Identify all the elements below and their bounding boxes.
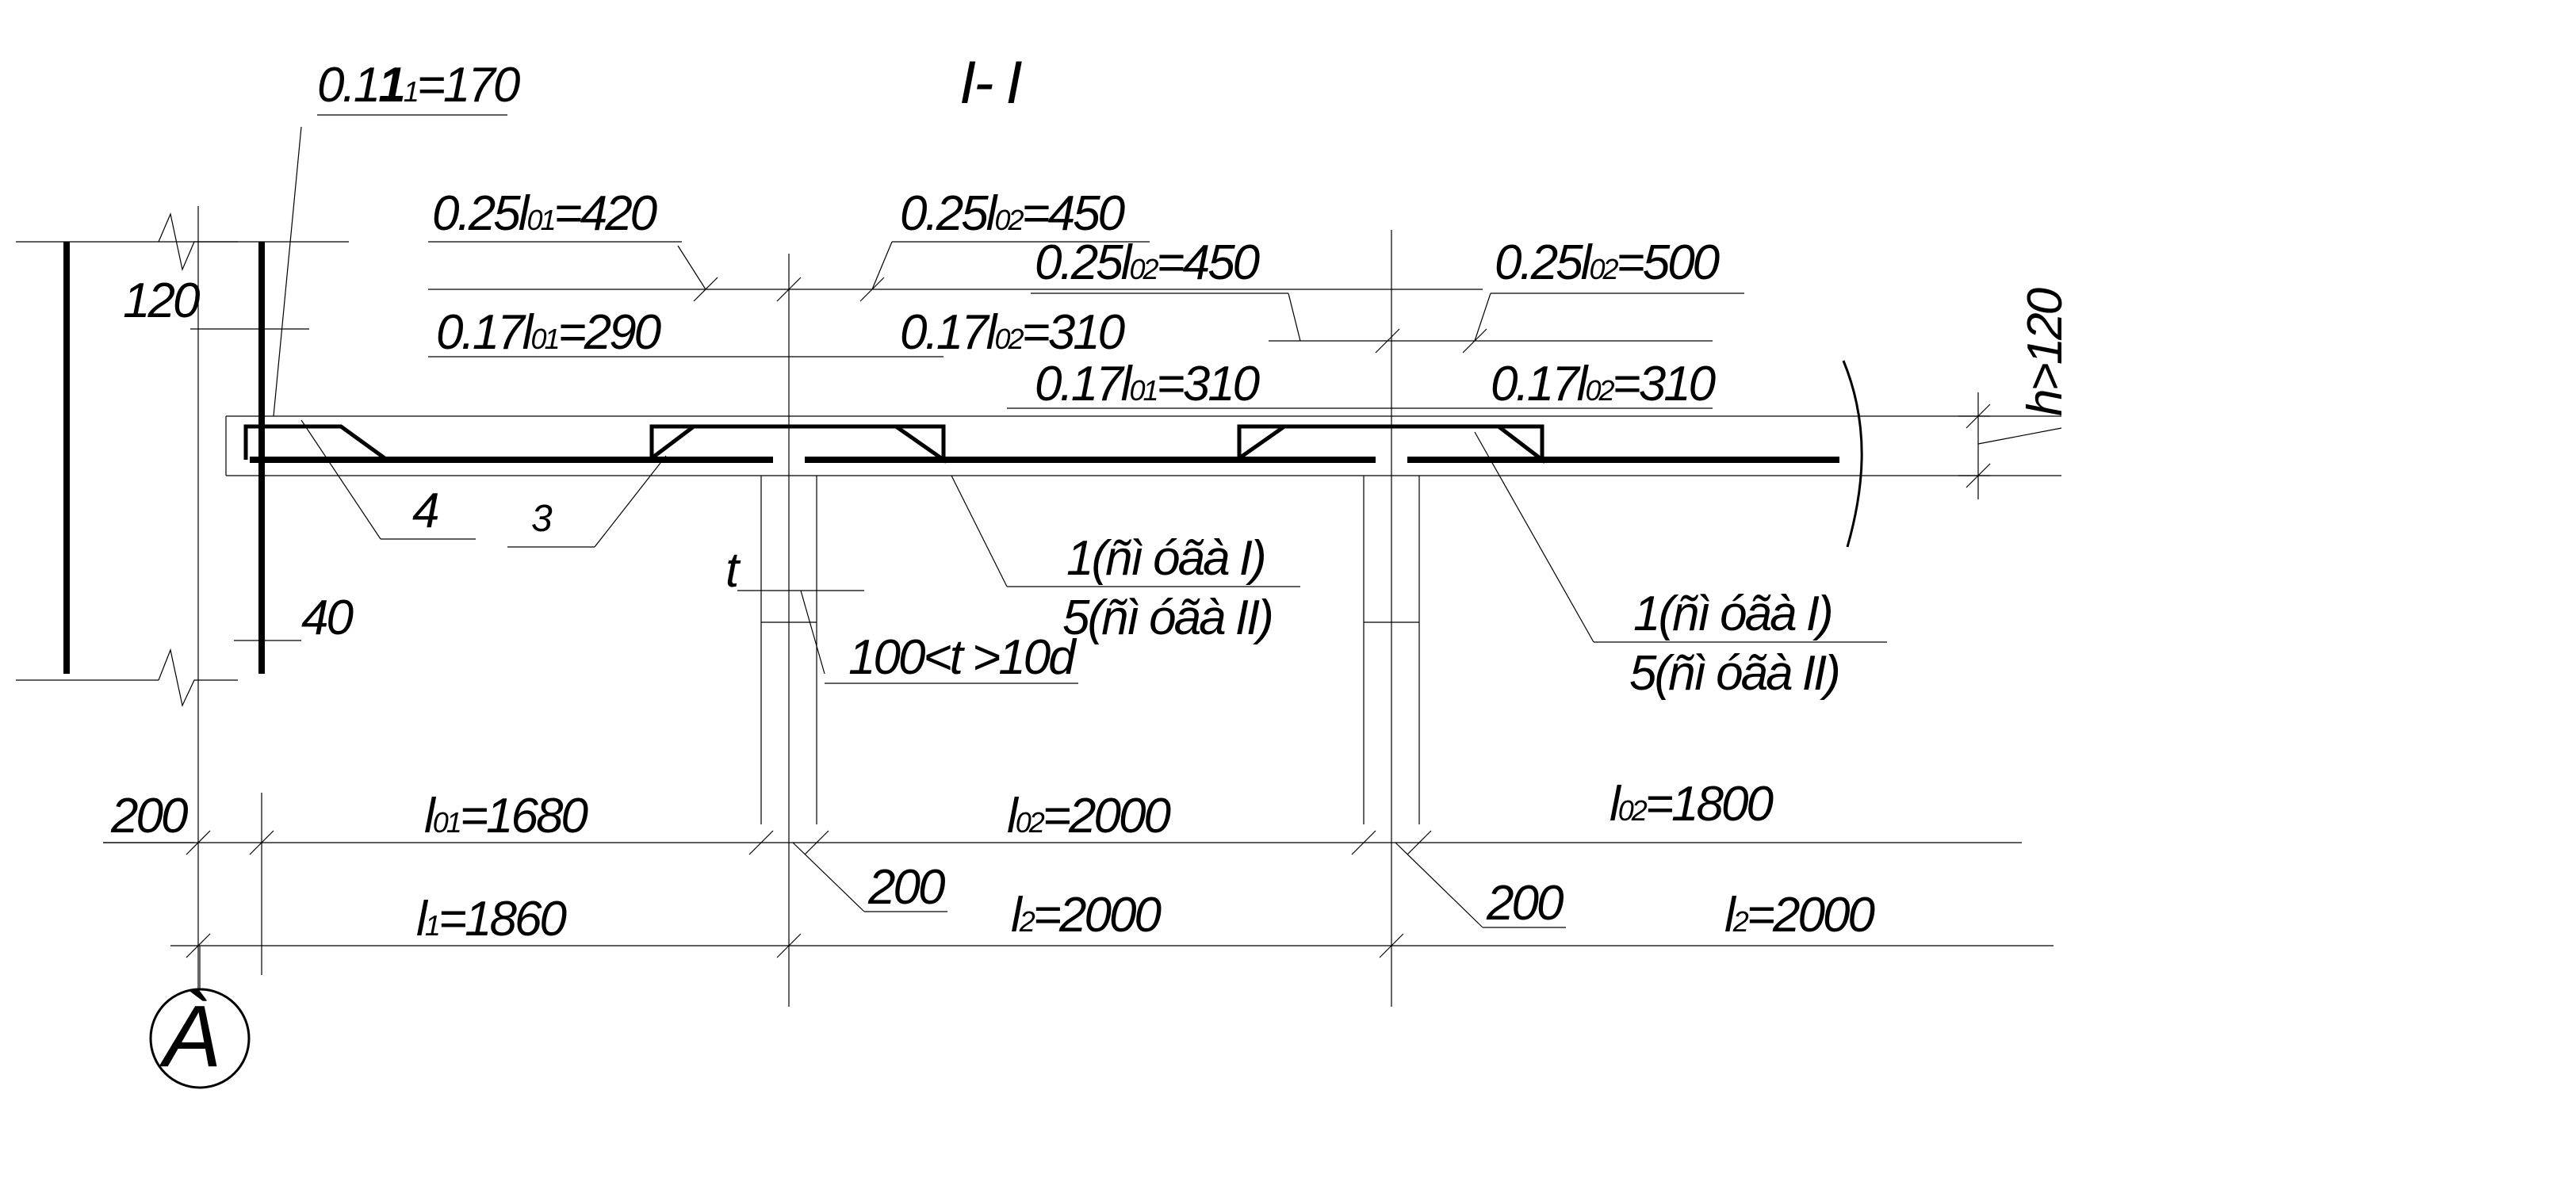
span-axis-3: l2=2000 (1724, 888, 1874, 943)
anchor-a1: 0.25l01=420 (432, 186, 657, 241)
mark-4: 4 (412, 484, 438, 538)
leader-lines (273, 126, 2062, 928)
slab-outline (225, 360, 1990, 548)
axis-marker: À (149, 946, 251, 1089)
anchor-a3: 0.25l02=450 (1035, 235, 1260, 290)
axis-marker-letter: À (159, 988, 218, 1085)
h-condition: h>120 (2018, 288, 2073, 416)
anchor-b4: 0.17l02=310 (1491, 357, 1716, 411)
anchor-a4: 0.25l02=500 (1495, 235, 1720, 290)
span-clear-1: l01=1680 (424, 789, 588, 843)
anchor-b3: 0.17l01=310 (1035, 357, 1260, 411)
t-condition: 100<t >10d (848, 630, 1077, 685)
span-clear-2: l02=2000 (1007, 789, 1170, 843)
tick-marks (186, 277, 1991, 958)
anchor-a2: 0.25l02=450 (900, 186, 1125, 241)
top-rebar-meshes (243, 424, 1544, 465)
dim-40: 40 (301, 591, 353, 645)
dimension-lines (103, 289, 2061, 946)
span-axis-2: l2=2000 (1011, 888, 1161, 943)
span-clear-3: l02=1800 (1610, 777, 1773, 832)
anchor-b1: 0.17l01=290 (436, 305, 661, 360)
support-beams (197, 206, 1420, 1007)
dim-120: 120 (123, 273, 200, 328)
annotations: 0.111=170 120 40 4 3 t 100<t >10d h>120 … (103, 58, 2073, 946)
dim-200-mid1: 200 (867, 860, 945, 915)
span-axis-1: l1=1860 (416, 892, 566, 946)
dim-200-left: 200 (110, 789, 188, 843)
section-title: I- I (959, 49, 1023, 117)
dim-200-mid2: 200 (1486, 876, 1564, 931)
note2-bottom: 5(ñì óãà II) (1629, 646, 1839, 701)
label-l1-top: 0.111=170 (317, 58, 520, 113)
note2-top: 1(ñì óãà I) (1633, 587, 1832, 641)
anchor-b2: 0.17l02=310 (900, 305, 1125, 360)
note1-bottom: 5(ñì óãà II) (1062, 591, 1272, 645)
note1-top: 1(ñì óãà I) (1066, 531, 1265, 586)
mark-3: 3 (531, 498, 553, 540)
dim-t: t (725, 543, 741, 598)
